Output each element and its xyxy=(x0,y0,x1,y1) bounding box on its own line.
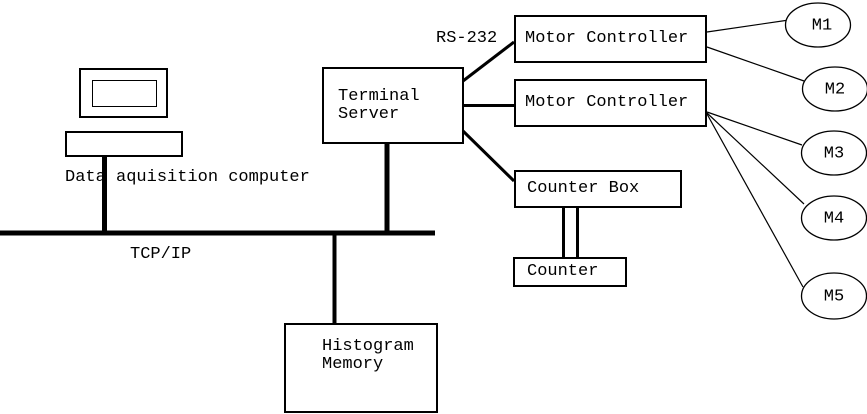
motor-controller-1-box: Motor Controller xyxy=(514,15,707,63)
computer-screen-icon xyxy=(92,80,157,107)
motor-m3-label: M3 xyxy=(823,144,845,164)
motor-controller-2-box: Motor Controller xyxy=(514,79,707,127)
motor-controller-1-to-m2-line xyxy=(706,46,805,82)
tcp-ip-label: TCP/IP xyxy=(130,245,192,264)
motor-m2-ellipse xyxy=(801,66,867,112)
motor-m5-label: M5 xyxy=(823,287,845,307)
motor-controller-2-to-m5-line xyxy=(706,113,804,288)
counter-node: Counter xyxy=(513,257,627,287)
rs232-label: RS-232 xyxy=(436,29,498,48)
data-acquisition-computer-label: Data aquisition computer xyxy=(65,168,310,187)
motor-m1-ellipse xyxy=(784,2,852,48)
motor-m4-label: M4 xyxy=(823,209,845,229)
motor-m1-label: M1 xyxy=(811,16,833,36)
terminal-to-counter-box-line xyxy=(461,129,516,183)
terminal-server-label: Terminal Server xyxy=(338,86,420,124)
terminal-to-motor-controller-1-line xyxy=(462,40,515,83)
terminal-server-box: Terminal Server xyxy=(322,67,464,144)
histogram-memory-box: Histogram Memory xyxy=(284,323,438,413)
motor-m2-label: M2 xyxy=(824,80,846,100)
computer-keyboard-icon xyxy=(65,131,183,157)
motor-controller-1-label: Motor Controller xyxy=(525,29,689,48)
motor-controller-1-to-m1-line xyxy=(706,19,790,33)
counter-label: Counter xyxy=(527,262,599,281)
counter-box-label: Counter Box xyxy=(527,179,640,198)
motor-controller-2-to-m4-line xyxy=(706,112,805,205)
histogram-memory-label: Histogram Memory xyxy=(322,337,414,374)
motor-controller-2-to-m3-line xyxy=(706,111,803,146)
counter-box-node: Counter Box xyxy=(514,170,682,208)
motor-controller-2-label: Motor Controller xyxy=(525,93,689,112)
